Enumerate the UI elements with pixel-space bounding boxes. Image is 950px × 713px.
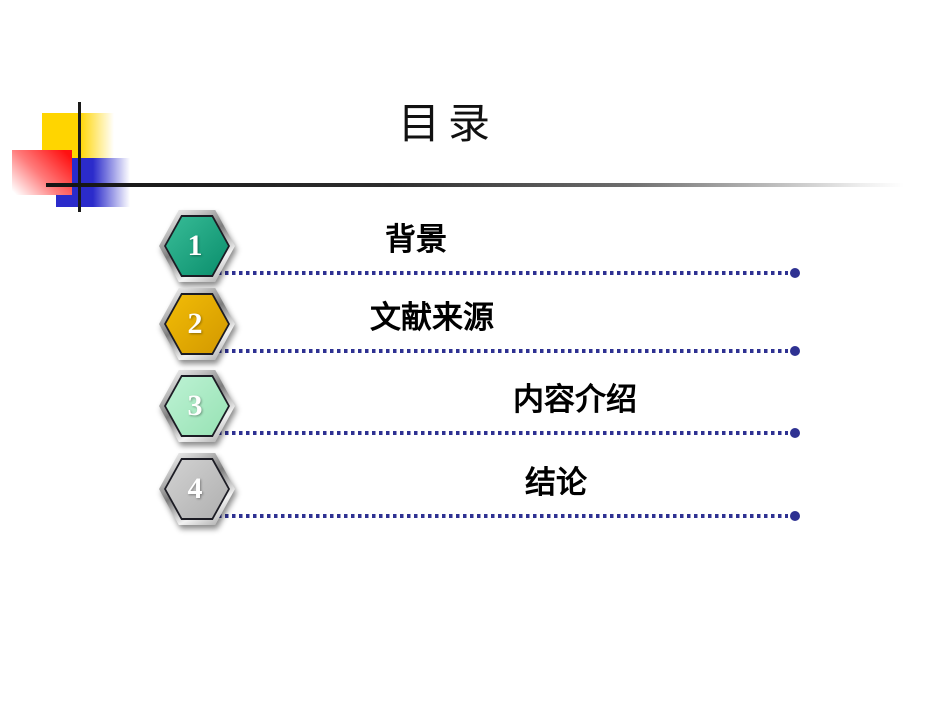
dotted-leader [218, 346, 800, 356]
vertical-line [78, 102, 81, 212]
item-number: 2 [187, 307, 203, 340]
red-square [12, 150, 72, 195]
item-number: 4 [187, 472, 203, 505]
leader-end-dot [790, 268, 800, 278]
dotted-leader [218, 268, 800, 278]
hexagon-badge-3: 3 [159, 370, 235, 442]
toc-item-4: 4 结论 [0, 453, 950, 527]
slide-title: 目录 [398, 102, 499, 148]
item-label: 结论 [525, 465, 587, 500]
leader-end-dot [790, 346, 800, 356]
toc-item-3: 3 内容介绍 [0, 370, 950, 444]
dotted-line [218, 271, 788, 275]
toc-item-2: 2 文献来源 [0, 288, 950, 362]
leader-end-dot [790, 511, 800, 521]
hexagon-badge-1: 1 [159, 210, 235, 282]
dotted-line [218, 349, 788, 353]
item-label: 内容介绍 [513, 382, 637, 417]
leader-end-dot [790, 428, 800, 438]
dotted-leader [218, 511, 800, 521]
item-label: 背景 [385, 222, 447, 257]
title-underline [46, 183, 904, 187]
toc-item-1: 1 背景 [0, 210, 950, 284]
dotted-line [218, 431, 788, 435]
item-number: 1 [187, 229, 203, 262]
dotted-leader [218, 428, 800, 438]
dotted-line [218, 514, 788, 518]
item-label: 文献来源 [370, 300, 494, 335]
hexagon-badge-4: 4 [159, 453, 235, 525]
item-number: 3 [187, 389, 203, 422]
hexagon-badge-2: 2 [159, 288, 235, 360]
